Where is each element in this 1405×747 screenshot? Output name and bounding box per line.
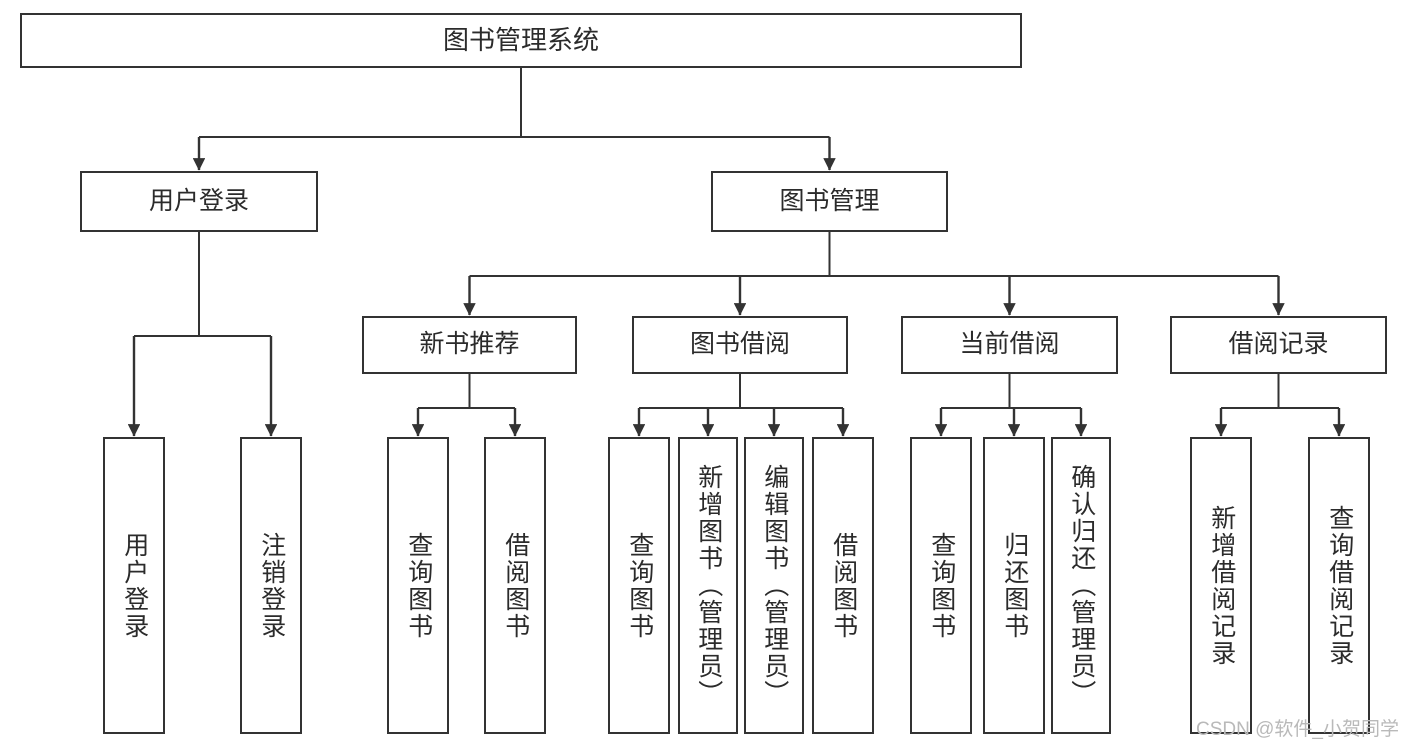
node-leaf-user-login[interactable]: 用户登录 — [103, 437, 165, 734]
node-book-manage[interactable]: 图书管理 — [711, 171, 948, 232]
node-label-leaf-query-book-2: 查询图书 — [625, 531, 654, 640]
node-label-leaf-confirm-return: 确认归还（管理员） — [1067, 464, 1096, 707]
node-label-leaf-query-book-3: 查询图书 — [927, 531, 956, 640]
node-leaf-return-book[interactable]: 归还图书 — [983, 437, 1045, 734]
node-label-borrow-record: 借阅记录 — [1228, 330, 1329, 359]
node-label-leaf-edit-book: 编辑图书（管理员） — [760, 464, 789, 707]
node-leaf-edit-book[interactable]: 编辑图书（管理员） — [744, 437, 804, 734]
node-label-book-borrow: 图书借阅 — [689, 330, 790, 359]
node-borrow-record[interactable]: 借阅记录 — [1170, 316, 1387, 374]
node-leaf-add-record[interactable]: 新增借阅记录 — [1190, 437, 1252, 734]
node-label-leaf-logout: 注销登录 — [257, 531, 286, 640]
node-leaf-query-book-2[interactable]: 查询图书 — [608, 437, 670, 734]
node-leaf-logout[interactable]: 注销登录 — [240, 437, 302, 734]
node-label-leaf-borrow-book-2: 借阅图书 — [829, 531, 858, 640]
node-label-user-login: 用户登录 — [148, 186, 249, 215]
node-leaf-borrow-book-2[interactable]: 借阅图书 — [812, 437, 874, 734]
node-label-current-borrow: 当前借阅 — [959, 330, 1060, 359]
node-leaf-add-book[interactable]: 新增图书（管理员） — [678, 437, 738, 734]
node-label-book-manage: 图书管理 — [779, 186, 880, 215]
node-leaf-query-book-3[interactable]: 查询图书 — [910, 437, 972, 734]
node-label-root: 图书管理系统 — [442, 25, 599, 56]
node-label-leaf-borrow-book-1: 借阅图书 — [501, 531, 530, 640]
node-root[interactable]: 图书管理系统 — [20, 13, 1022, 68]
node-label-leaf-add-book: 新增图书（管理员） — [694, 464, 723, 707]
node-label-leaf-add-record: 新增借阅记录 — [1207, 504, 1236, 667]
node-label-leaf-user-login: 用户登录 — [120, 531, 149, 640]
node-leaf-query-record[interactable]: 查询借阅记录 — [1308, 437, 1370, 734]
node-new-book-rec[interactable]: 新书推荐 — [362, 316, 577, 374]
node-leaf-borrow-book-1[interactable]: 借阅图书 — [484, 437, 546, 734]
node-label-leaf-query-book-1: 查询图书 — [404, 531, 433, 640]
node-label-leaf-query-record: 查询借阅记录 — [1325, 504, 1354, 667]
node-leaf-confirm-return[interactable]: 确认归还（管理员） — [1051, 437, 1111, 734]
node-label-new-book-rec: 新书推荐 — [419, 330, 520, 359]
node-current-borrow[interactable]: 当前借阅 — [901, 316, 1118, 374]
node-label-leaf-return-book: 归还图书 — [1000, 531, 1029, 640]
node-user-login[interactable]: 用户登录 — [80, 171, 318, 232]
node-book-borrow[interactable]: 图书借阅 — [632, 316, 848, 374]
node-leaf-query-book-1[interactable]: 查询图书 — [387, 437, 449, 734]
